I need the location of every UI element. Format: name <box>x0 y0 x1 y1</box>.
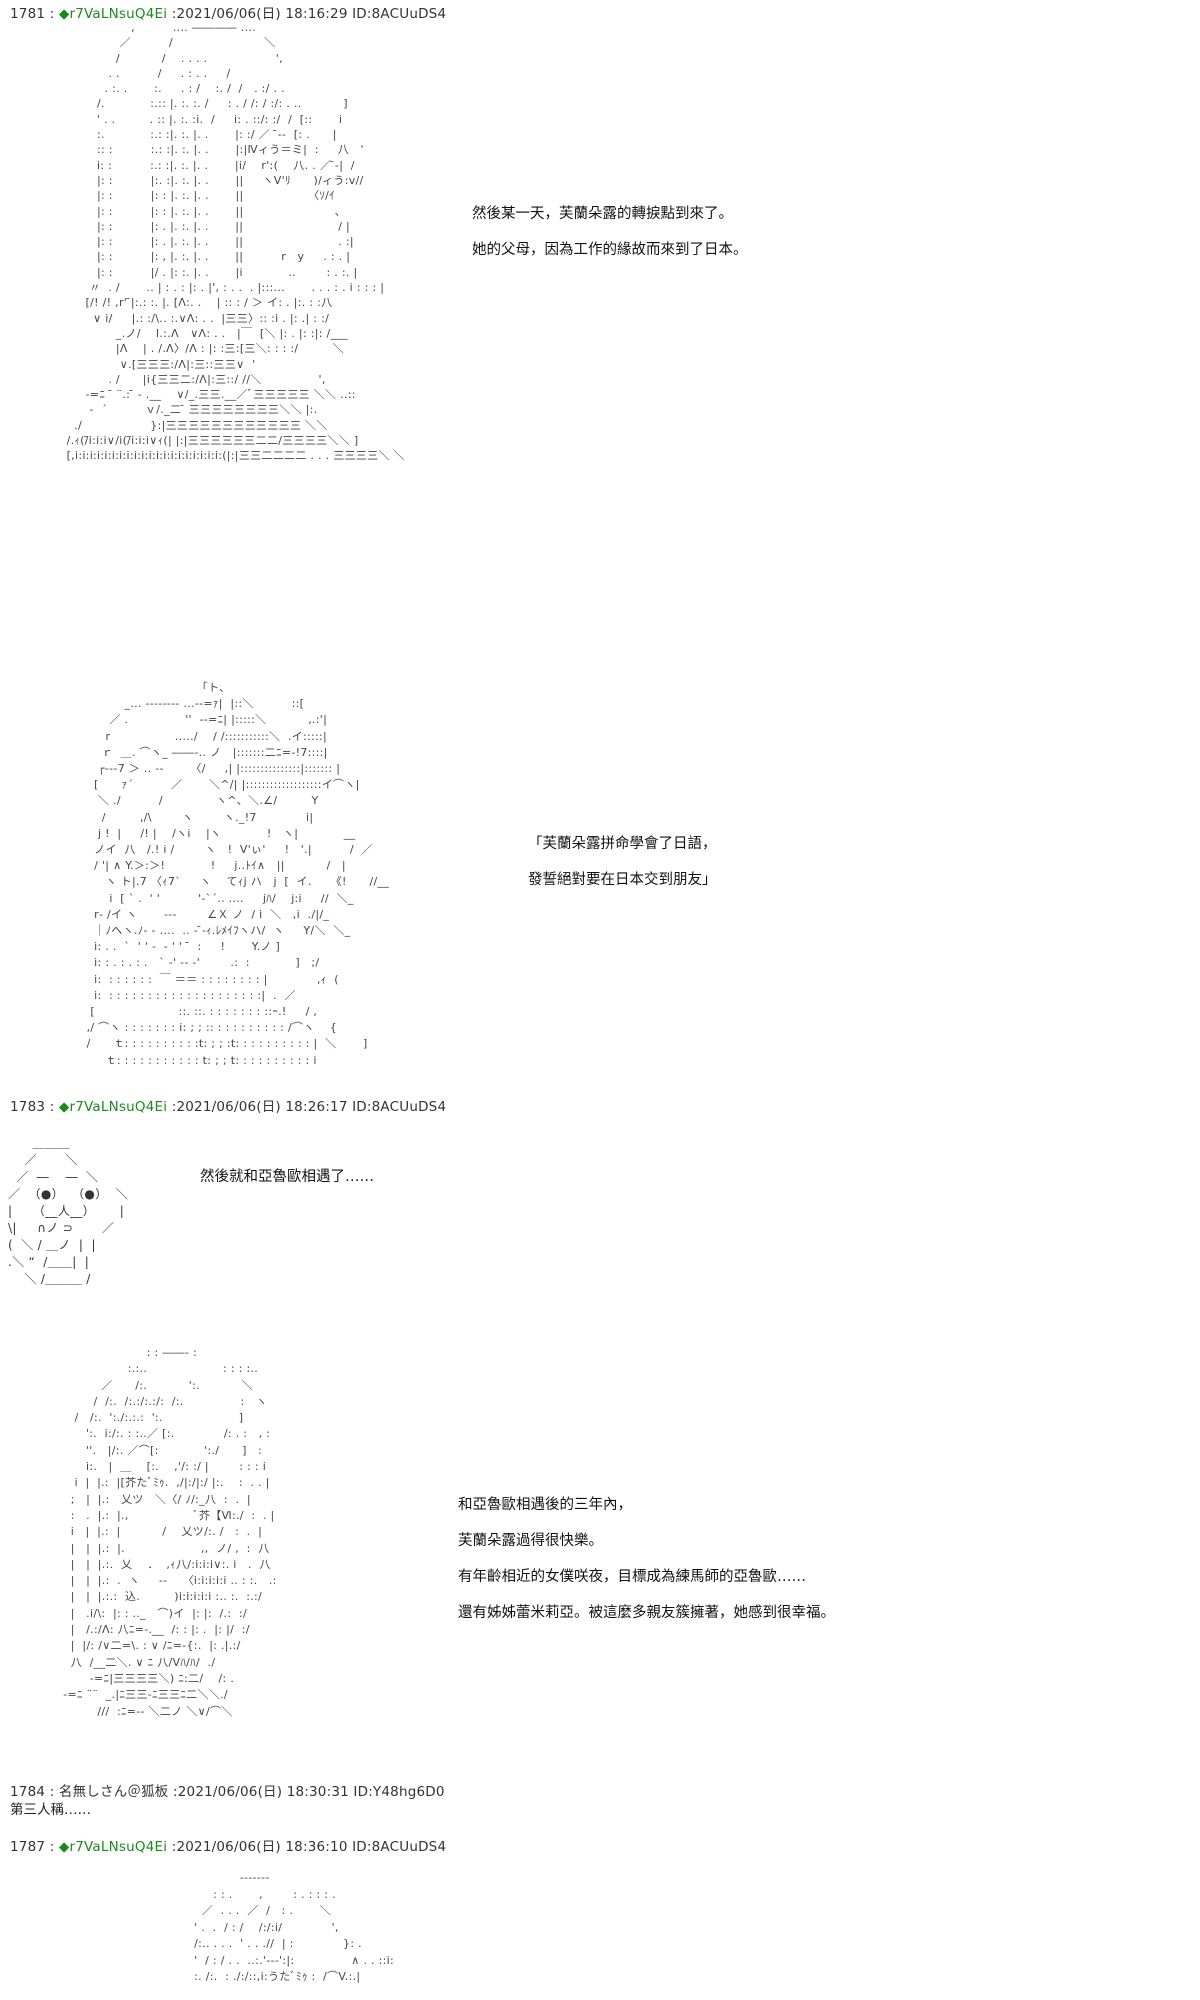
post-info: :2021/06/06(日) 18:16:29 ID:8ACUuDS4 <box>167 6 447 22</box>
post-info: :2021/06/06(日) 18:30:31 ID:Y48hg6D0 <box>168 1784 445 1800</box>
ascii-art-flandre-2: 「ト、 _... --‐‐‐‐-- ...-‐=ｧ| |::＼ ::[ ／ . … <box>86 681 390 1067</box>
narration-line: 發誓絕對要在日本交到朋友」 <box>528 872 717 888</box>
narration-line: 然後某一天，芙蘭朵露的轉捩點到來了。 <box>472 206 733 222</box>
post-separator: : <box>45 1099 59 1115</box>
ascii-art-flandre-1: , .... ―――― .... ／ / ＼ / / . . . . ', . … <box>66 21 405 463</box>
post-number: 1784 <box>10 1784 46 1800</box>
ascii-art-yaruo: ＿＿＿ ／ ＼ ／ ― ― ＼ ／ （●） （●） ＼ | （__人__） | … <box>8 1136 129 1286</box>
post-info: :2021/06/06(日) 18:26:17 ID:8ACUuDS4 <box>167 1099 447 1115</box>
post-header-1781: 1781 : ◆r7VaLNsuQ4Ei :2021/06/06(日) 18:1… <box>10 2 446 22</box>
narration-line: 「芙蘭朵露拼命學會了日語， <box>528 836 717 852</box>
trip-diamond-icon: ◆ <box>58 6 70 22</box>
narration-line: 有年齡相近的女僕咲夜，目標成為練馬師的亞魯歐…… <box>458 1569 806 1585</box>
ascii-art-flandre-4: ‐‐‐‐‐‐‐ : : . , : . : : : . ／ . . . ／ / … <box>194 1871 395 1983</box>
trip-diamond-icon: ◆ <box>58 1839 70 1855</box>
narration-block-1: 然後某一天，芙蘭朵露的轉捩點到來了。 她的父母，因為工作的緣故而來到了日本。 <box>472 196 748 268</box>
post-trip[interactable]: r7VaLNsuQ4Ei <box>69 1099 168 1115</box>
post-header-1787: 1787 : ◆r7VaLNsuQ4Ei :2021/06/06(日) 18:3… <box>10 1835 446 1855</box>
post-separator: : <box>45 6 59 22</box>
narration-line: 芙蘭朵露過得很快樂。 <box>458 1533 603 1549</box>
poster-name: 名無しさん＠狐板 <box>58 1784 169 1800</box>
post-trip[interactable]: r7VaLNsuQ4Ei <box>69 1839 168 1855</box>
post-number: 1787 <box>10 1839 46 1855</box>
post-number: 1781 <box>10 6 46 22</box>
narration-block-2: 「芙蘭朵露拼命學會了日語， 發誓絕對要在日本交到朋友」 <box>528 826 717 898</box>
narration-block-3: 然後就和亞魯歐相遇了…… <box>200 1165 374 1189</box>
post-separator: : <box>45 1784 59 1800</box>
reply-text-1784: 第三人稱…… <box>10 1802 91 1818</box>
post-header-1784: 1784 : 名無しさん＠狐板 :2021/06/06(日) 18:30:31 … <box>10 1780 445 1800</box>
post-header-1783: 1783 : ◆r7VaLNsuQ4Ei :2021/06/06(日) 18:2… <box>10 1095 446 1115</box>
trip-diamond-icon: ◆ <box>58 1099 70 1115</box>
ascii-art-flandre-3: : : ――- : :.:.. : : : :.. ／ /:. ':. ＼ / … <box>63 1346 277 1718</box>
narration-line: 還有姊姊蕾米莉亞。被這麼多親友簇擁著，她感到很幸福。 <box>458 1605 835 1621</box>
narration-line: 她的父母，因為工作的緣故而來到了日本。 <box>472 242 748 258</box>
post-info: :2021/06/06(日) 18:36:10 ID:8ACUuDS4 <box>167 1839 447 1855</box>
narration-line: 然後就和亞魯歐相遇了…… <box>200 1169 374 1185</box>
post-number: 1783 <box>10 1099 46 1115</box>
post-trip[interactable]: r7VaLNsuQ4Ei <box>69 6 168 22</box>
narration-line: 和亞魯歐相遇後的三年內， <box>458 1497 632 1513</box>
post-separator: : <box>45 1839 59 1855</box>
narration-block-4: 和亞魯歐相遇後的三年內， 芙蘭朵露過得很快樂。 有年齡相近的女僕咲夜，目標成為練… <box>458 1487 835 1631</box>
